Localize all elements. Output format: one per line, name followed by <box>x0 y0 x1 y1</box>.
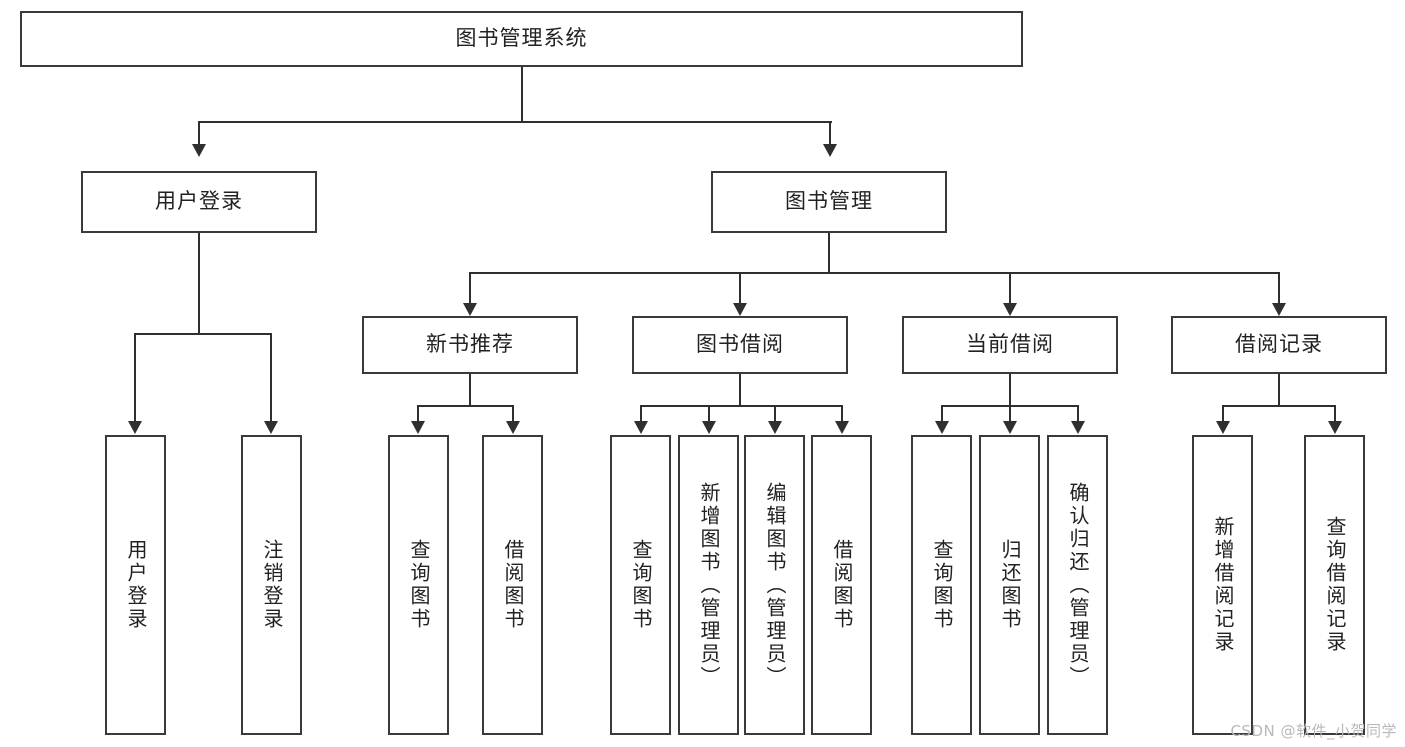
arrow-user-login-to-leaf-2 <box>264 421 278 434</box>
arrow-current-borrow-to-leaf-3 <box>1071 421 1085 434</box>
node-label: 用户登录 <box>124 539 148 631</box>
node-label: 查询图书 <box>629 539 653 631</box>
leaf-book-borrow-add-book-admin[interactable]: 新增图书（管理员） <box>678 435 739 735</box>
connector-new-book-bar <box>417 405 513 407</box>
node-label: 新增借阅记录 <box>1211 516 1235 654</box>
arrow-root-to-book-mgmt <box>823 144 837 157</box>
node-current-borrow[interactable]: 当前借阅 <box>902 316 1118 374</box>
connector-root-to-user-login <box>198 121 200 146</box>
node-label: 图书管理系统 <box>455 26 588 51</box>
arrow-root-to-user-login <box>192 144 206 157</box>
node-label: 当前借阅 <box>966 332 1054 357</box>
node-label: 用户登录 <box>155 189 243 214</box>
leaf-current-borrow-return-book[interactable]: 归还图书 <box>979 435 1040 735</box>
arrow-current-borrow-to-leaf-1 <box>935 421 949 434</box>
connector-book-borrow-to-leaf-4 <box>841 405 843 423</box>
connector-user-login-stem <box>198 233 200 334</box>
arrow-new-book-to-leaf-2 <box>506 421 520 434</box>
node-label: 借阅图书 <box>501 539 525 631</box>
node-label: 确认归还（管理员） <box>1066 481 1090 689</box>
arrow-current-borrow-to-leaf-2 <box>1003 421 1017 434</box>
leaf-new-book-borrow-book[interactable]: 借阅图书 <box>482 435 543 735</box>
arrow-user-login-to-leaf-1 <box>128 421 142 434</box>
leaf-current-borrow-query-book[interactable]: 查询图书 <box>911 435 972 735</box>
leaf-user-login-login[interactable]: 用户登录 <box>105 435 166 735</box>
connector-new-book-to-leaf-2 <box>512 405 514 423</box>
leaf-book-borrow-query-book[interactable]: 查询图书 <box>610 435 671 735</box>
node-label: 借阅图书 <box>830 539 854 631</box>
connector-borrow-record-to-leaf-2 <box>1334 405 1336 423</box>
node-label: 查询借阅记录 <box>1323 516 1347 654</box>
node-label: 归还图书 <box>998 539 1022 631</box>
connector-borrow-record-bar <box>1222 405 1336 407</box>
node-user-login[interactable]: 用户登录 <box>81 171 317 233</box>
connector-book-borrow-to-leaf-2 <box>708 405 710 423</box>
arrow-book-mgmt-to-l3-3 <box>1003 303 1017 316</box>
leaf-book-borrow-edit-book-admin[interactable]: 编辑图书（管理员） <box>744 435 805 735</box>
node-label: 查询图书 <box>407 539 431 631</box>
connector-user-login-to-leaf-1 <box>134 333 136 423</box>
connector-book-borrow-to-leaf-1 <box>640 405 642 423</box>
node-borrow-record[interactable]: 借阅记录 <box>1171 316 1387 374</box>
arrow-book-borrow-to-leaf-2 <box>702 421 716 434</box>
arrow-book-mgmt-to-l3-2 <box>733 303 747 316</box>
leaf-new-book-query-book[interactable]: 查询图书 <box>388 435 449 735</box>
connector-current-borrow-to-leaf-3 <box>1077 405 1079 423</box>
leaf-borrow-record-query-record[interactable]: 查询借阅记录 <box>1304 435 1365 735</box>
connector-new-book-stem <box>469 374 471 406</box>
arrow-borrow-record-to-leaf-2 <box>1328 421 1342 434</box>
connector-book-borrow-stem <box>739 374 741 406</box>
arrow-borrow-record-to-leaf-1 <box>1216 421 1230 434</box>
leaf-user-login-logout[interactable]: 注销登录 <box>241 435 302 735</box>
connector-current-borrow-to-leaf-2 <box>1009 405 1011 423</box>
node-label: 借阅记录 <box>1235 332 1323 357</box>
connector-root-to-book-mgmt <box>829 121 831 146</box>
connector-book-mgmt-bar <box>469 272 1280 274</box>
node-label: 新书推荐 <box>426 332 514 357</box>
node-label: 查询图书 <box>930 539 954 631</box>
arrow-book-borrow-to-leaf-3 <box>768 421 782 434</box>
arrow-book-borrow-to-leaf-1 <box>634 421 648 434</box>
connector-book-borrow-to-leaf-3 <box>774 405 776 423</box>
node-root-library-system[interactable]: 图书管理系统 <box>20 11 1023 67</box>
connector-book-mgmt-to-l3-1 <box>469 272 471 305</box>
connector-book-mgmt-to-l3-3 <box>1009 272 1011 305</box>
connector-root-bar <box>198 121 832 123</box>
node-book-management[interactable]: 图书管理 <box>711 171 947 233</box>
arrow-book-mgmt-to-l3-4 <box>1272 303 1286 316</box>
node-label: 图书管理 <box>785 189 873 214</box>
connector-new-book-to-leaf-1 <box>417 405 419 423</box>
leaf-borrow-record-add-record[interactable]: 新增借阅记录 <box>1192 435 1253 735</box>
connector-borrow-record-stem <box>1278 374 1280 406</box>
leaf-current-borrow-confirm-return-admin[interactable]: 确认归还（管理员） <box>1047 435 1108 735</box>
node-label: 新增图书（管理员） <box>697 481 721 689</box>
arrow-book-mgmt-to-l3-1 <box>463 303 477 316</box>
connector-current-borrow-stem <box>1009 374 1011 406</box>
connector-current-borrow-to-leaf-1 <box>941 405 943 423</box>
connector-book-borrow-bar <box>640 405 843 407</box>
node-new-book-recommend[interactable]: 新书推荐 <box>362 316 578 374</box>
node-label: 注销登录 <box>260 539 284 631</box>
connector-user-login-bar <box>134 333 272 335</box>
connector-root-stem <box>521 67 523 122</box>
node-label: 编辑图书（管理员） <box>763 481 787 689</box>
leaf-book-borrow-borrow-book[interactable]: 借阅图书 <box>811 435 872 735</box>
node-book-borrow[interactable]: 图书借阅 <box>632 316 848 374</box>
node-label: 图书借阅 <box>696 332 784 357</box>
csdn-watermark: CSDN @软件_小贺同学 <box>1230 722 1397 740</box>
connector-user-login-to-leaf-2 <box>270 333 272 423</box>
connector-book-mgmt-stem <box>828 233 830 273</box>
connector-book-mgmt-to-l3-4 <box>1278 272 1280 305</box>
arrow-new-book-to-leaf-1 <box>411 421 425 434</box>
connector-book-mgmt-to-l3-2 <box>739 272 741 305</box>
connector-borrow-record-to-leaf-1 <box>1222 405 1224 423</box>
arrow-book-borrow-to-leaf-4 <box>835 421 849 434</box>
